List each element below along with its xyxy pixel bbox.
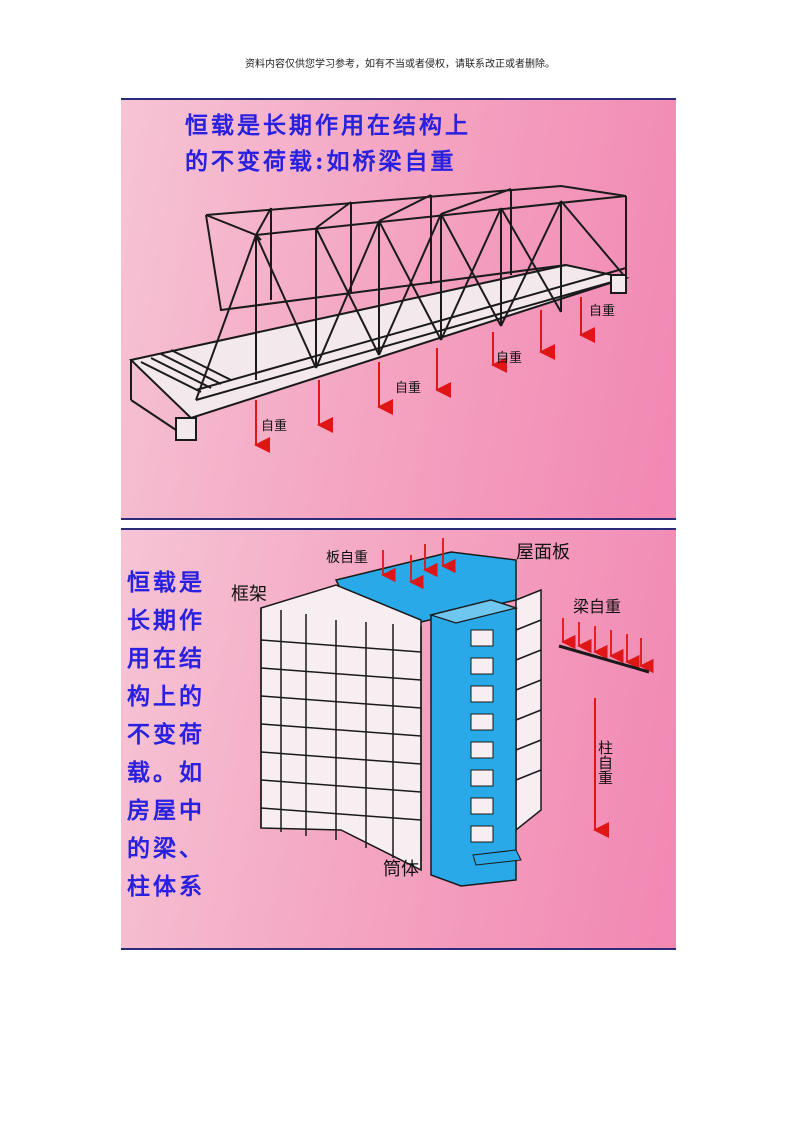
core-tube (428, 599, 522, 887)
label-self-weight-3: 自重 (496, 350, 522, 366)
slide-building-dead-load: 框架 板自重 屋面板 梁自重 柱自重 筒体 恒载是 长期作 用在结 构上的 不变… (121, 528, 676, 950)
beam-line (558, 644, 650, 674)
bridge-truss (128, 184, 630, 441)
building-frame-illustration: 框架 板自重 屋面板 梁自重 柱自重 筒体 (231, 538, 654, 887)
label-frame: 框架 (231, 584, 267, 605)
bridge-truss-illustration: 自重 自重 自重 自重 (128, 184, 630, 453)
header-disclaimer: 资料内容仅供您学习参考，如有不当或者侵权，请联系改正或者删除。 (245, 59, 555, 70)
label-beam-weight: 梁自重 (573, 597, 621, 616)
label-tube: 筒体 (383, 859, 419, 880)
slide-bridge-dead-load: 自重 自重 自重 自重 恒载是长期作用在结构上 的不变荷载:如桥梁自重 (121, 98, 676, 520)
label-self-weight-2: 自重 (395, 380, 421, 396)
label-self-weight-4: 自重 (589, 303, 615, 319)
slab-weight-arrows (381, 538, 456, 590)
frame-structure (260, 584, 542, 872)
label-roof-slab: 屋面板 (516, 542, 570, 563)
self-weight-arrows (254, 297, 595, 453)
label-slab-weight: 板自重 (326, 550, 368, 566)
label-column-weight: 柱自重 (596, 740, 614, 785)
slide1-title: 恒载是长期作用在结构上 的不变荷载:如桥梁自重 (185, 112, 471, 175)
beam-weight-arrows (561, 618, 654, 674)
slide2-title: 恒载是 长期作 用在结 构上的 不变荷 载。如 房屋中 的梁、 柱体系 (127, 569, 205, 900)
label-self-weight-1: 自重 (261, 418, 287, 434)
